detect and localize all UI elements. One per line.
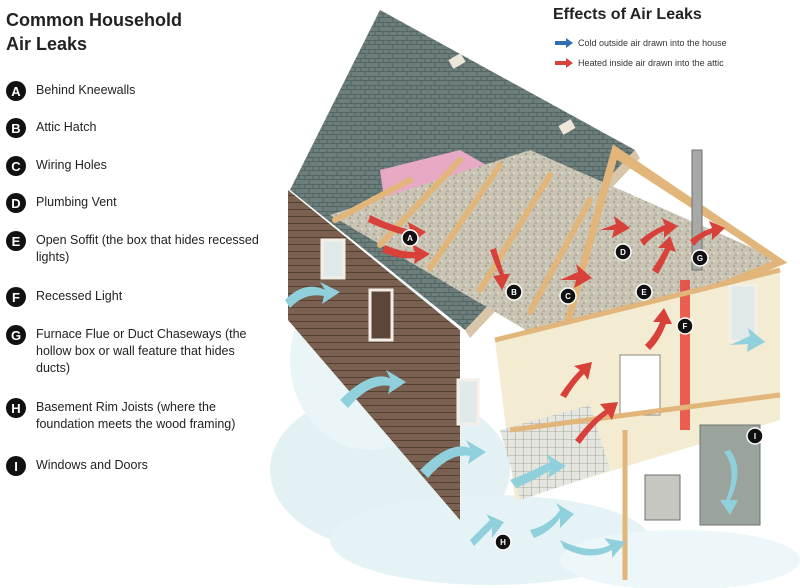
marker-b-letter: B	[511, 288, 517, 297]
hot-arrow-icon	[555, 58, 573, 68]
floor-joist	[494, 267, 781, 343]
legend-text-e: Open Soffit (the box that hides recessed…	[36, 233, 259, 264]
facade-window-right	[456, 378, 480, 426]
marker-f-letter: F	[683, 322, 688, 331]
legend-item-c: C Wiring Holes	[6, 156, 268, 176]
marker-c-letter: C	[565, 292, 571, 301]
marker-e-letter: E	[641, 288, 647, 297]
legend-text-h: Basement Rim Joists (where the foundatio…	[36, 400, 236, 431]
duct-chase	[680, 280, 690, 430]
house-illustration: A B C D E F G H I	[270, 10, 800, 588]
bathroom-vanity	[619, 354, 661, 416]
letter-badge-e: E	[6, 231, 26, 251]
legend-item-d: D Plumbing Vent	[6, 193, 268, 213]
front-door	[368, 288, 394, 342]
letter-badge-c: C	[6, 156, 26, 176]
legend-item-i: I Windows and Doors	[6, 456, 268, 476]
legend-text-a: Behind Kneewalls	[36, 83, 136, 97]
furnace	[644, 474, 681, 521]
facade-window-left	[320, 238, 346, 280]
letter-badge-h: H	[6, 398, 26, 418]
cold-air-key: Cold outside air drawn into the house	[555, 38, 727, 48]
leak-marker-a: A	[401, 229, 419, 247]
leak-marker-e: E	[635, 283, 653, 301]
legend-item-h: H Basement Rim Joists (where the foundat…	[6, 398, 268, 433]
diagram-title: Common Household Air Leaks	[6, 8, 182, 56]
leak-marker-h: H	[494, 533, 512, 551]
marker-h-letter: H	[500, 538, 506, 547]
letter-badge-a: A	[6, 81, 26, 101]
roof-vent-top	[448, 53, 466, 69]
roof-vent-lower	[558, 119, 576, 135]
flue-pipe	[691, 149, 703, 271]
title-line-2: Air Leaks	[6, 34, 88, 54]
letter-badge-b: B	[6, 118, 26, 138]
leak-marker-d: D	[614, 243, 632, 261]
legend-item-b: B Attic Hatch	[6, 118, 268, 138]
legend-text-i: Windows and Doors	[36, 458, 148, 472]
legend-text-b: Attic Hatch	[36, 120, 97, 134]
lower-floor-joist	[509, 392, 781, 433]
letter-badge-f: F	[6, 287, 26, 307]
marker-i-letter: I	[754, 432, 756, 441]
effects-heading: Effects of Air Leaks	[553, 6, 702, 23]
cold-air-label: Cold outside air drawn into the house	[578, 38, 727, 48]
marker-d-letter: D	[620, 248, 626, 257]
title-line-1: Common Household	[6, 10, 182, 30]
letter-badge-g: G	[6, 325, 26, 345]
letter-badge-d: D	[6, 193, 26, 213]
marker-g-letter: G	[697, 254, 703, 263]
leak-marker-f: F	[676, 317, 694, 335]
legend-item-e: E Open Soffit (the box that hides recess…	[6, 231, 268, 266]
legend-item-f: F Recessed Light	[6, 287, 268, 307]
cold-air-arrows	[285, 282, 765, 558]
hot-air-key: Heated inside air drawn into the attic	[555, 58, 724, 68]
leak-marker-g: G	[691, 249, 709, 267]
legend-text-c: Wiring Holes	[36, 158, 107, 172]
marker-a-letter: A	[407, 234, 413, 243]
leak-marker-c: C	[559, 287, 577, 305]
legend-text-d: Plumbing Vent	[36, 195, 117, 209]
legend-item-a: A Behind Kneewalls	[6, 81, 268, 101]
legend-text-g: Furnace Flue or Duct Chaseways (the holl…	[36, 327, 247, 375]
leak-marker-i: I	[746, 427, 764, 445]
legend-text-f: Recessed Light	[36, 289, 123, 303]
hot-air-label: Heated inside air drawn into the attic	[578, 58, 724, 68]
legend-item-g: G Furnace Flue or Duct Chaseways (the ho…	[6, 325, 268, 377]
cold-arrow-icon	[555, 38, 573, 48]
leak-marker-b: B	[505, 283, 523, 301]
letter-badge-i: I	[6, 456, 26, 476]
